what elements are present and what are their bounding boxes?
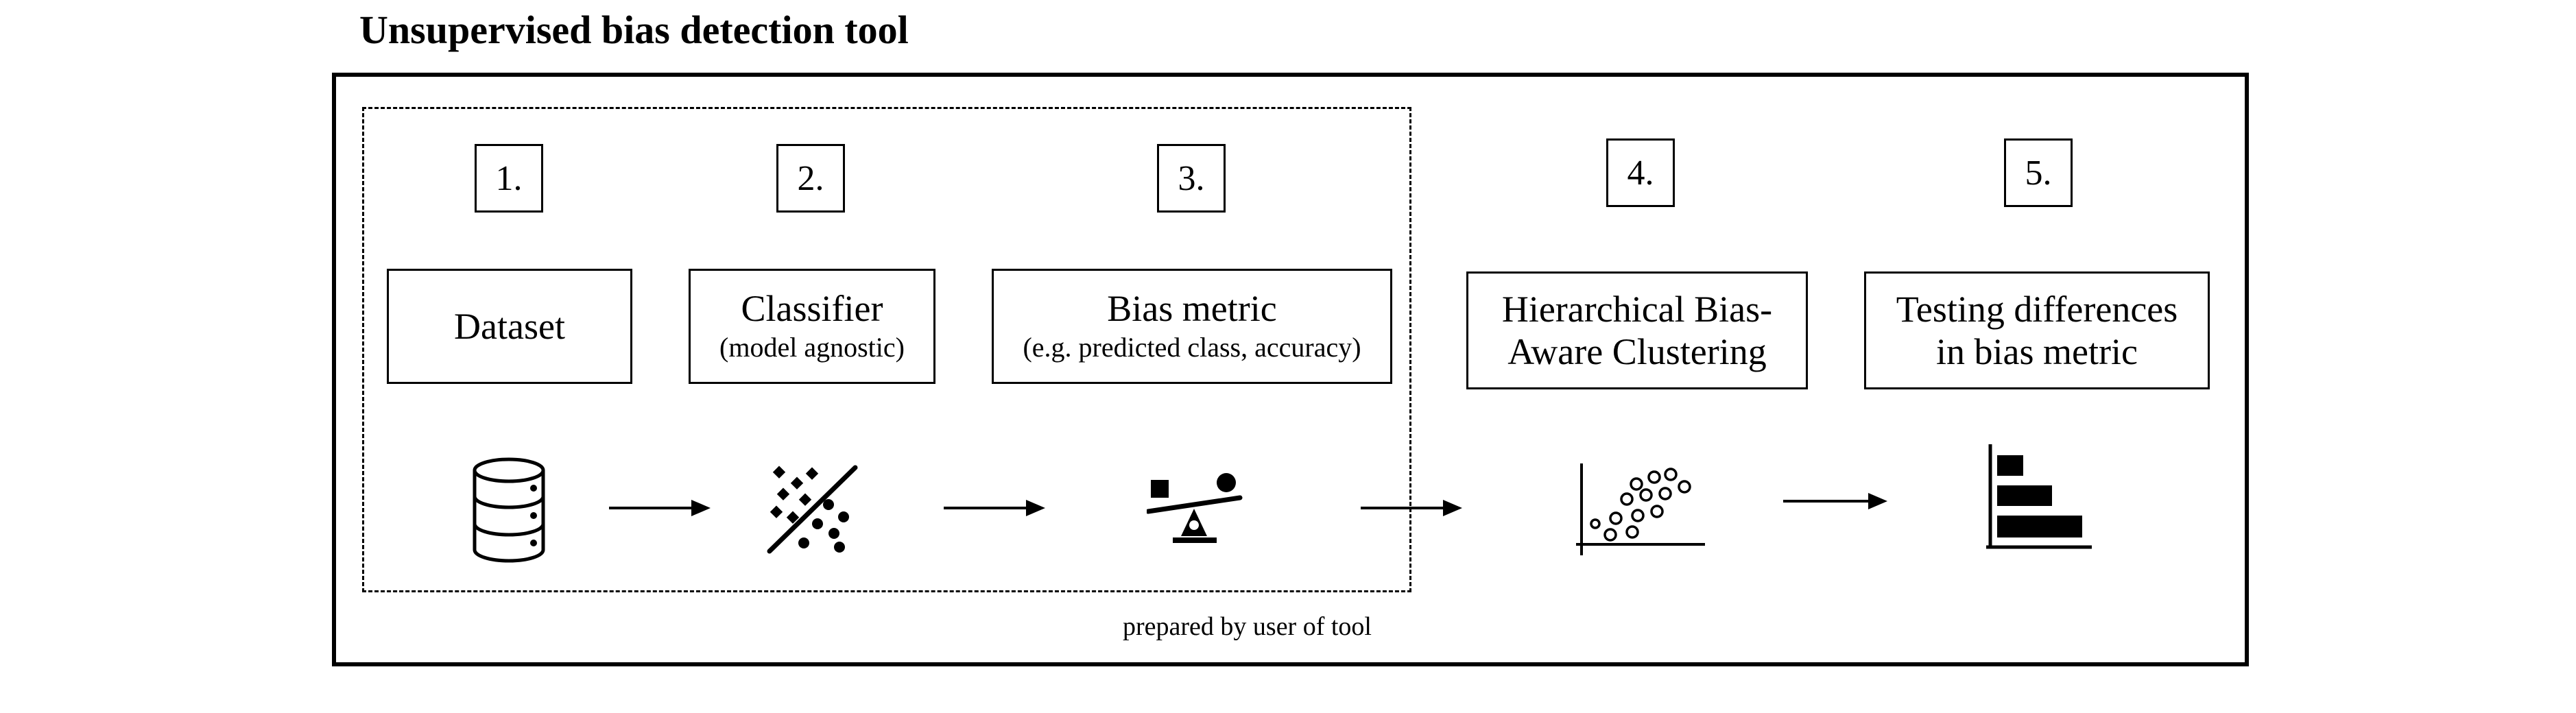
step-3-box: Bias metric (e.g. predicted class, accur… [992, 269, 1392, 384]
step-5-label-line2: in bias metric [1936, 331, 2138, 372]
scatter-cluster-icon [1576, 463, 1705, 555]
step-1-box: Dataset [387, 269, 632, 384]
arrow-1-to-2 [609, 500, 711, 516]
step-3-label: Bias metric [1107, 288, 1277, 329]
step-5-number: 5. [2004, 138, 2073, 207]
step-5-box: Testing differences in bias metric [1864, 271, 2210, 389]
step-2-label: Classifier [741, 288, 883, 329]
arrow-4-to-5 [1783, 493, 1887, 509]
step-3-number: 3. [1157, 144, 1226, 213]
step-2-number: 2. [776, 144, 845, 213]
diagram-title: Unsupervised bias detection tool [359, 8, 909, 52]
user-prepared-region [362, 107, 1411, 592]
balance-scale-icon [1147, 473, 1243, 543]
arrow-2-to-3 [944, 500, 1045, 516]
database-icon [473, 457, 545, 563]
step-1-label: Dataset [454, 306, 565, 347]
tool-frame [332, 73, 2249, 666]
step-4-label-line1: Hierarchical Bias- [1501, 289, 1773, 330]
step-3-sublabel: (e.g. predicted class, accuracy) [1023, 332, 1361, 363]
step-5-label-line1: Testing differences [1896, 289, 2178, 330]
prepared-by-user-note: prepared by user of tool [1123, 612, 1372, 641]
arrow-3-to-4 [1361, 500, 1462, 516]
classifier-icon [767, 465, 858, 554]
step-1-number: 1. [475, 144, 543, 213]
step-2-sublabel: (model agnostic) [719, 332, 905, 363]
step-2-box: Classifier (model agnostic) [689, 269, 935, 384]
bar-chart-icon [1986, 444, 2092, 549]
step-4-number: 4. [1606, 138, 1675, 207]
step-4-label-line2: Aware Clustering [1507, 331, 1767, 372]
step-4-box: Hierarchical Bias- Aware Clustering [1466, 271, 1808, 389]
